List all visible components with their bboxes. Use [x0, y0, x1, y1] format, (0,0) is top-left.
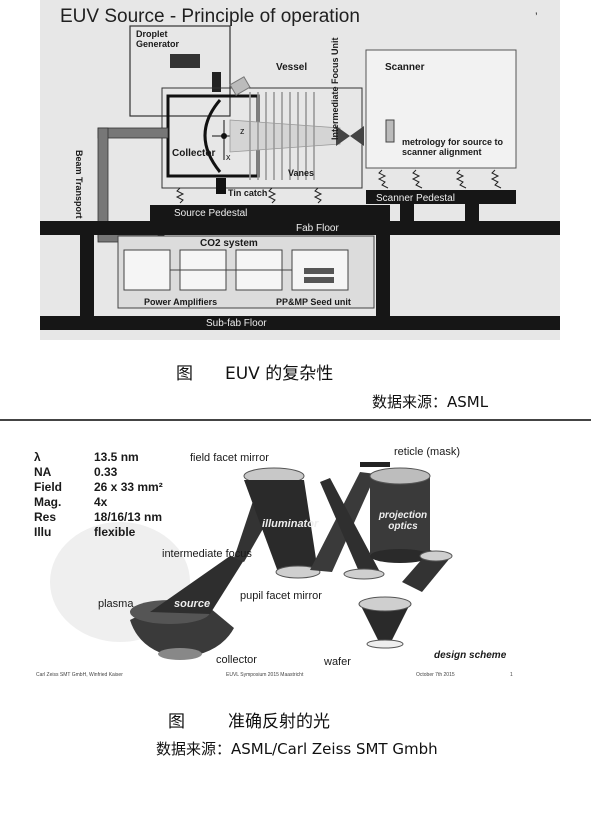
figure-title: EUV Source - Principle of operation — [60, 6, 360, 27]
intermediate-focus-cone-right — [350, 126, 364, 146]
spec-value: 13.5 nm — [94, 450, 139, 464]
figure1-caption-label: 图 — [176, 364, 193, 384]
droplet-nozzle — [212, 72, 221, 92]
subfab-floor — [40, 316, 560, 330]
beam-source-if — [150, 556, 244, 614]
beam-transport-horizontal — [97, 127, 169, 139]
label-source-pedestal: Source Pedestal — [174, 208, 248, 219]
label-collector: Collector — [172, 148, 216, 159]
collector-base — [158, 648, 202, 660]
tin-catch — [216, 178, 226, 194]
label-projection-optics: projection optics — [378, 510, 428, 532]
illuminator-cone — [244, 480, 318, 572]
figure2-caption-text: 准确反射的光 — [228, 712, 330, 732]
spec-key: Res — [34, 510, 57, 524]
label-design-scheme: design scheme — [434, 650, 507, 661]
spec-key: Illu — [34, 525, 52, 539]
euv-source-figure: EUV Source - Principle of operation ’ — [40, 0, 560, 340]
beam-to-wafer — [360, 604, 410, 644]
metrology-sensor — [385, 119, 395, 143]
figure1-source: 数据来源：ASML — [372, 393, 489, 411]
scanner-pedestal-foot-1 — [400, 204, 414, 222]
projection-optics-body — [370, 476, 430, 556]
label-tin-catch: Tin catch — [228, 188, 268, 198]
figure1-caption-text: EUV 的复杂性 — [225, 364, 334, 384]
footer-center: EUVL Symposium 2015 Maastricht — [226, 672, 304, 678]
label-metrology: metrology for source to scanner alignmen… — [402, 137, 504, 157]
label-plasma: plasma — [98, 598, 134, 610]
section-divider — [0, 419, 591, 421]
scanner-box — [365, 49, 517, 169]
corner-mark: ’ — [535, 10, 538, 24]
droplet-generator-box — [129, 25, 231, 117]
label-illuminator: illuminator — [262, 518, 319, 530]
label-source: source — [174, 598, 211, 610]
lower-mirror — [343, 568, 385, 580]
footer-page: 1 — [510, 672, 513, 678]
spec-key: Field — [34, 480, 63, 494]
spec-value: 0.33 — [94, 465, 118, 479]
spec-key: Mag. — [34, 495, 62, 509]
accurate-reflection-figure: λ 13.5 nm NA 0.33 Field 26 x 33 mm² Mag.… — [30, 432, 530, 680]
spec-key: λ — [34, 450, 41, 464]
label-pupil-facet-mirror: pupil facet mirror — [240, 590, 322, 602]
intermediate-focus-cone-left — [336, 126, 350, 146]
label-co2-system: CO2 system — [200, 238, 258, 249]
label-x: x — [226, 152, 231, 162]
power-amplifier-1 — [123, 249, 171, 291]
lower-projection-mirror — [419, 550, 453, 562]
seed-unit-bar-2 — [304, 277, 334, 283]
label-scanner: Scanner — [385, 62, 425, 73]
wafer-disc — [366, 639, 404, 649]
wafer-stage-top — [358, 596, 412, 612]
label-vanes: Vanes — [288, 168, 315, 178]
droplet-gen-angle — [229, 76, 251, 96]
spec-value: 26 x 33 mm² — [94, 480, 163, 494]
label-wafer: wafer — [324, 656, 351, 668]
source-pedestal — [150, 205, 390, 221]
label-intermediate-focus: intermediate focus — [162, 548, 252, 560]
vanes-hatching — [249, 92, 315, 180]
pupil-facet-mirror — [275, 565, 321, 579]
projection-optics-top — [369, 467, 431, 485]
beam-reticle-return — [320, 478, 380, 574]
label-vessel: Vessel — [276, 62, 308, 73]
label-fab-floor: Fab Floor — [296, 223, 339, 234]
collector-mirror — [203, 99, 222, 173]
spec-value: 4x — [94, 495, 108, 509]
scanner-pedestal-foot-2 — [465, 204, 479, 222]
label-reticle: reticle (mask) — [394, 446, 461, 458]
euv-source-diagram — [40, 25, 560, 330]
label-z: z — [240, 126, 245, 136]
label-beam-transport: Beam Transport — [74, 150, 84, 219]
reticle-mask — [360, 462, 390, 467]
spec-value: 18/16/13 nm — [94, 510, 163, 524]
label-intermediate-focus-unit: Intermediate Focus Unit — [330, 37, 340, 140]
footer-left: Carl Zeiss SMT GmbH, Winfried Kaiser — [36, 672, 123, 678]
seed-unit-bar-1 — [304, 268, 334, 274]
support-left — [80, 235, 94, 317]
optics-diagram — [50, 462, 453, 660]
label-field-facet-mirror: field facet mirror — [190, 452, 269, 464]
label-collector: collector — [216, 654, 257, 666]
droplet-generator-unit — [170, 54, 200, 68]
spec-value: flexible — [94, 525, 136, 539]
fab-floor — [40, 221, 560, 235]
label-droplet-generator: Droplet Generator — [136, 29, 180, 49]
label-seed-unit: PP&MP Seed unit — [276, 297, 351, 307]
plasma-point — [221, 133, 227, 139]
figure2-source: 数据来源：ASML/Carl Zeiss SMT Gmbh — [156, 740, 438, 758]
spec-key: NA — [34, 465, 52, 479]
footer-right: October 7th 2015 — [416, 672, 455, 678]
euv-beam-cone — [229, 119, 341, 153]
scanner-pedestal — [366, 190, 516, 204]
figure2-caption-label: 图 — [168, 712, 185, 732]
projection-optics-bottom — [370, 549, 430, 563]
support-right — [376, 235, 390, 317]
label-power-amplifiers: Power Amplifiers — [144, 297, 218, 307]
label-subfab-floor: Sub-fab Floor — [206, 318, 267, 329]
label-scanner-pedestal: Scanner Pedestal — [376, 193, 455, 204]
vessel-springs — [175, 169, 502, 204]
